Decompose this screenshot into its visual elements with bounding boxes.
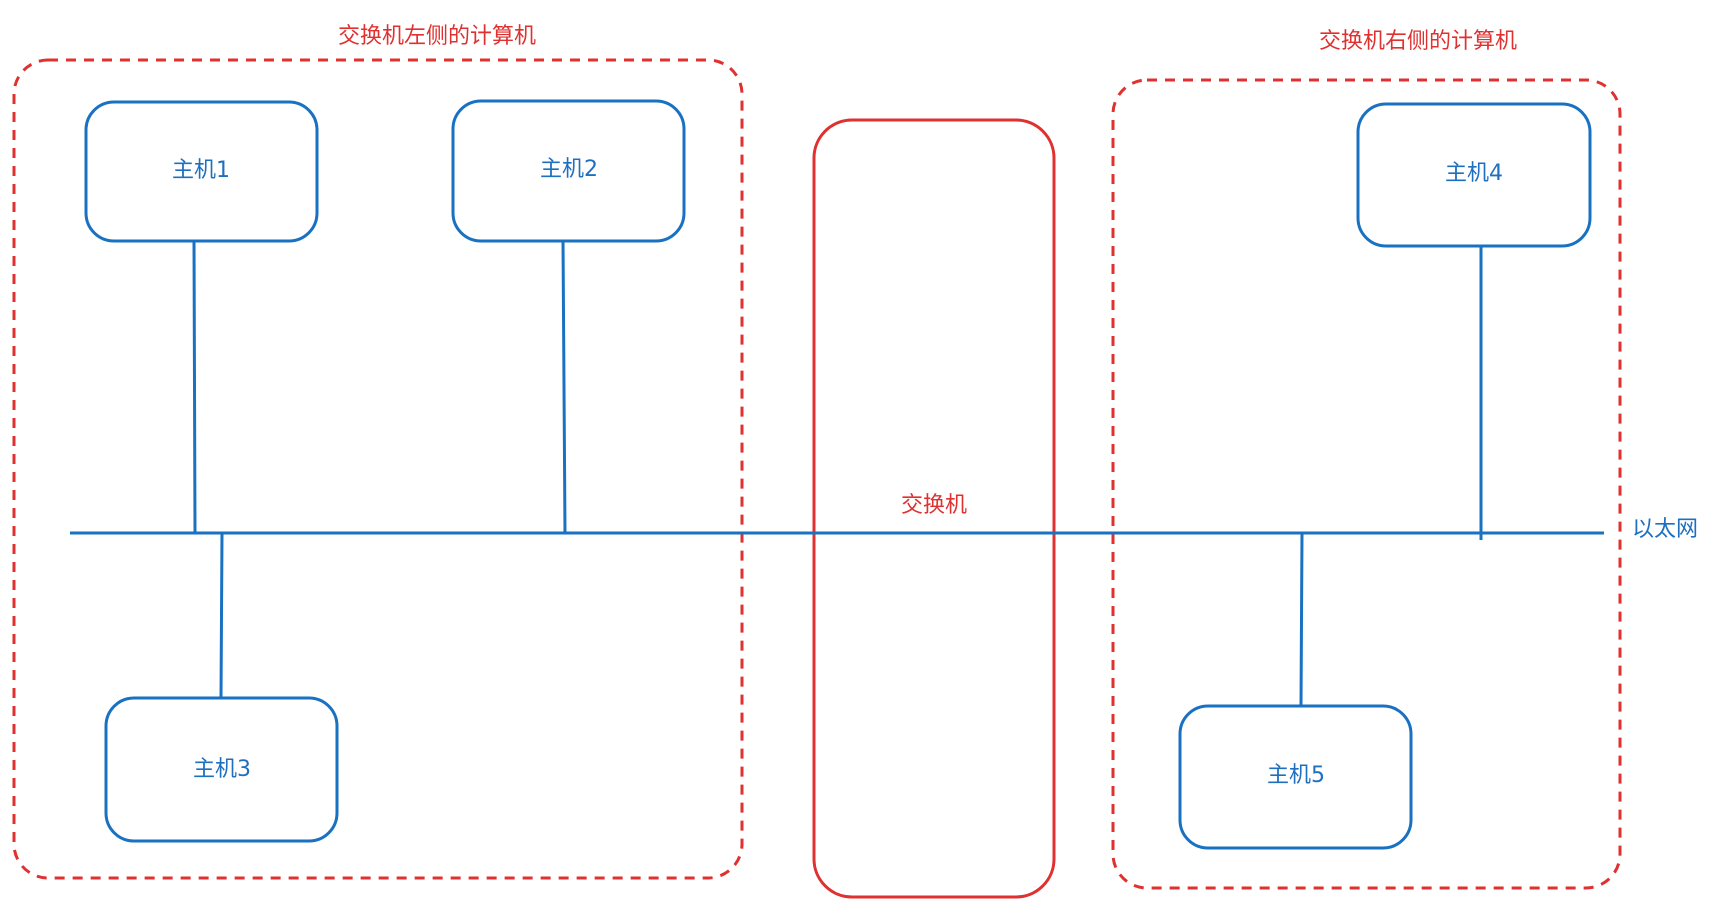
host2-box: [451, 99, 686, 243]
host3-link: [219, 532, 224, 699]
right-group-label: 交换机右侧的计算机: [1319, 29, 1517, 54]
host3-box: [104, 696, 339, 843]
right-group-boundary: [1111, 78, 1622, 890]
host5-label: 主机5: [1267, 763, 1325, 788]
host2-link: [561, 239, 567, 534]
ethernet-label: 以太网: [1632, 517, 1698, 542]
host1-link: [192, 239, 197, 534]
switch-label: 交换机: [901, 493, 967, 518]
host4-label: 主机4: [1445, 161, 1503, 186]
host5-box: [1178, 704, 1413, 850]
host5-link: [1299, 532, 1304, 706]
host1-label: 主机1: [172, 158, 230, 183]
left-group-label: 交换机左侧的计算机: [338, 24, 536, 49]
switch-box: [812, 118, 1056, 899]
host1-box: [84, 100, 319, 243]
host4-box: [1356, 102, 1592, 248]
host2-label: 主机2: [540, 157, 598, 182]
host3-label: 主机3: [193, 757, 251, 782]
left-group-boundary: [12, 58, 744, 880]
